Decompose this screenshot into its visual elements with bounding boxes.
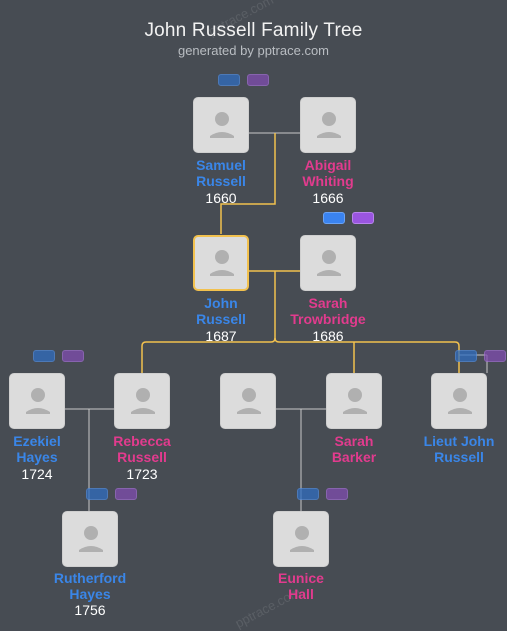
- person-card-sarah-trowbridge[interactable]: [300, 235, 356, 291]
- person-silhouette-icon: [237, 388, 261, 414]
- person-silhouette-icon: [448, 388, 472, 414]
- person-silhouette-icon: [131, 388, 155, 414]
- person-card-unknown-spouse[interactable]: [220, 373, 276, 429]
- expand-mother-pill-icon[interactable]: [115, 488, 137, 500]
- page-title: John Russell Family Tree: [144, 20, 363, 41]
- person-year-rebecca: 1723: [126, 466, 158, 482]
- expand-mother-pill-icon[interactable]: [326, 488, 348, 500]
- person-year-john: 1687: [205, 328, 237, 344]
- person-card-eunice[interactable]: [273, 511, 329, 567]
- person-card-ezekiel[interactable]: [9, 373, 65, 429]
- expand-father-pill-icon[interactable]: [455, 350, 477, 362]
- expand-father-pill-icon[interactable]: [86, 488, 108, 500]
- person-silhouette-icon: [210, 250, 234, 276]
- person-year-ezekiel: 1724: [21, 466, 53, 482]
- person-silhouette-icon: [343, 388, 367, 414]
- person-silhouette-icon: [79, 526, 103, 552]
- expand-father-pill-icon[interactable]: [297, 488, 319, 500]
- person-card-sarah-barker[interactable]: [326, 373, 382, 429]
- person-card-john[interactable]: [193, 235, 249, 291]
- person-year-sarah-trowbridge: 1686: [312, 328, 344, 344]
- person-year-samuel: 1660: [205, 190, 237, 206]
- person-year-rutherford: 1756: [74, 602, 106, 618]
- person-silhouette-icon: [290, 526, 314, 552]
- person-silhouette-icon: [317, 250, 341, 276]
- person-card-samuel[interactable]: [193, 97, 249, 153]
- person-silhouette-icon: [26, 388, 50, 414]
- expand-mother-pill-icon[interactable]: [352, 212, 374, 224]
- expand-mother-pill-icon[interactable]: [484, 350, 506, 362]
- expand-mother-pill-icon[interactable]: [247, 74, 269, 86]
- person-silhouette-icon: [210, 112, 234, 138]
- page-subtitle: generated by pptrace.com: [177, 43, 330, 58]
- expand-father-pill-icon[interactable]: [33, 350, 55, 362]
- person-card-lieut-john[interactable]: [431, 373, 487, 429]
- person-card-abigail[interactable]: [300, 97, 356, 153]
- expand-mother-pill-icon[interactable]: [62, 350, 84, 362]
- expand-father-pill-icon[interactable]: [323, 212, 345, 224]
- expand-father-pill-icon[interactable]: [218, 74, 240, 86]
- person-silhouette-icon: [317, 112, 341, 138]
- person-card-rebecca[interactable]: [114, 373, 170, 429]
- person-year-abigail: 1666: [312, 190, 344, 206]
- person-card-rutherford[interactable]: [62, 511, 118, 567]
